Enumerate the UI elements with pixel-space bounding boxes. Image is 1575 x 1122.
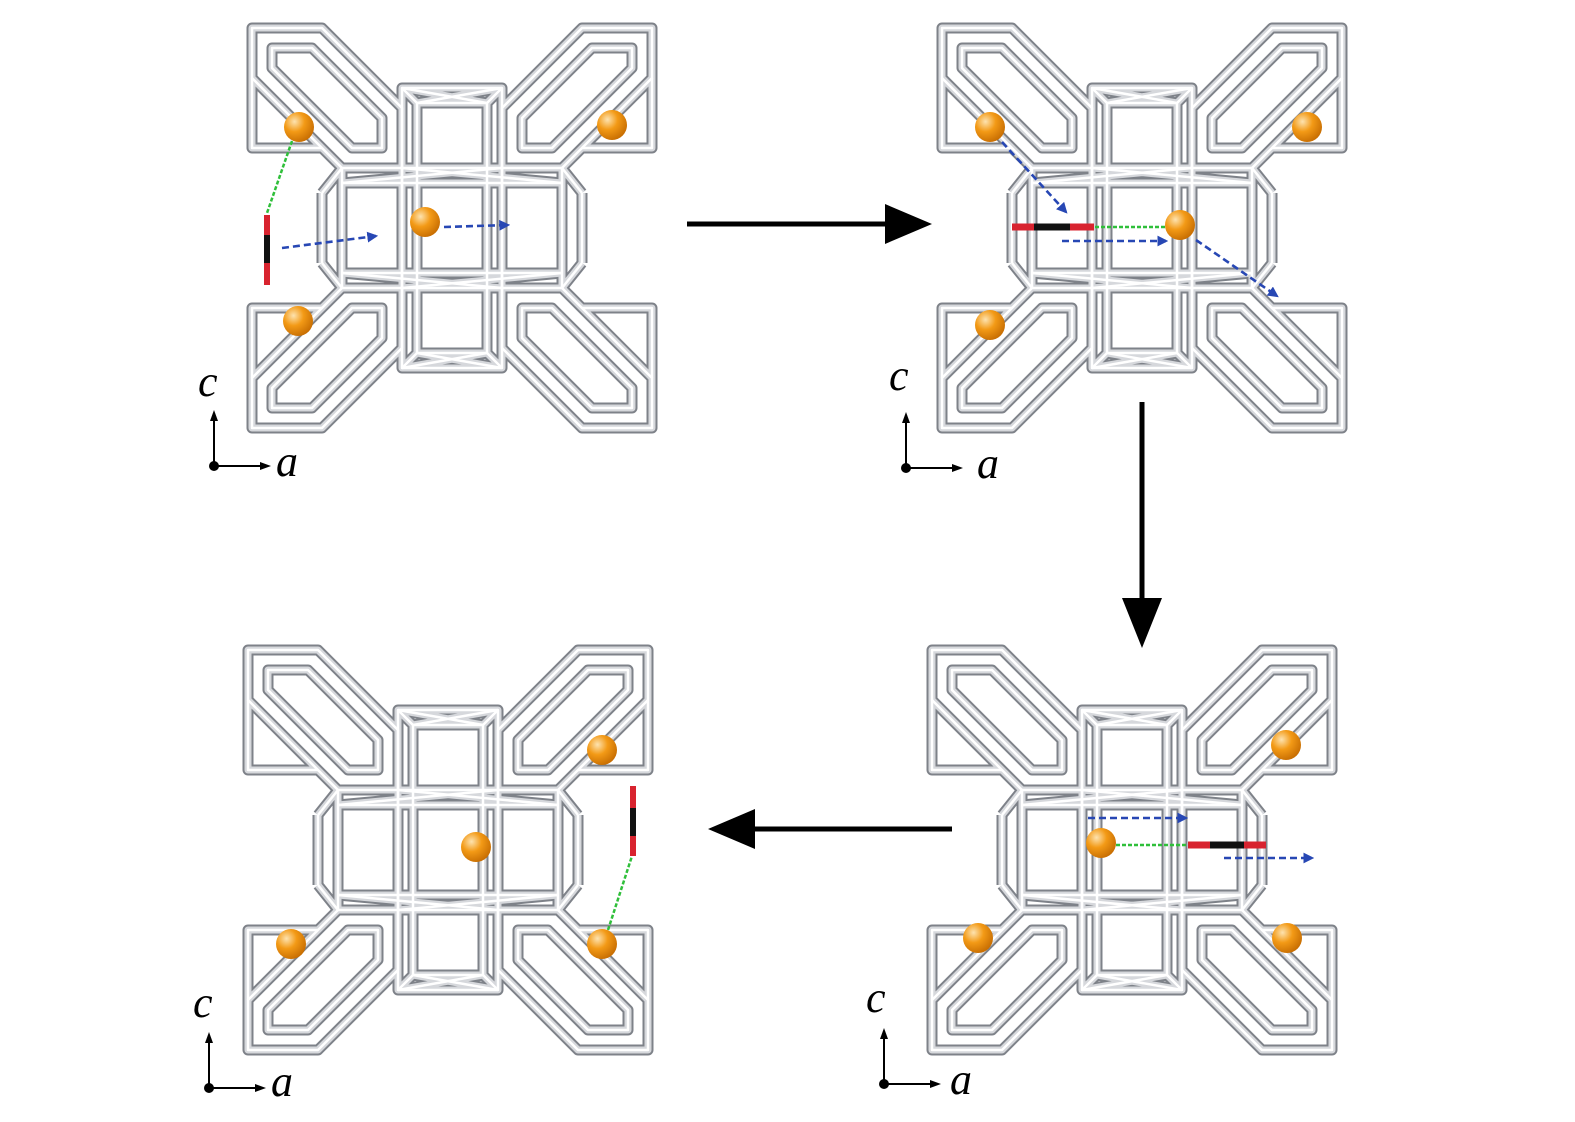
framework-structure <box>932 650 1332 1050</box>
diffusion-arrow <box>1001 141 1068 214</box>
panel-step-1: c a <box>198 28 652 486</box>
cation <box>284 112 314 142</box>
cation <box>1271 730 1301 760</box>
axis-label-a: a <box>271 1057 293 1106</box>
framework-structure <box>248 650 648 1050</box>
framework-structure <box>252 28 652 428</box>
cation <box>975 310 1005 340</box>
cation <box>276 929 306 959</box>
cation <box>1086 828 1116 858</box>
process-arrow-down <box>1122 402 1162 648</box>
cation <box>597 110 627 140</box>
diffusion-arrow <box>1195 238 1279 298</box>
cation <box>461 832 491 862</box>
interaction-line <box>606 855 634 931</box>
axis-label-a: a <box>276 437 298 486</box>
cation <box>283 306 313 336</box>
panel-step-4: c a <box>193 650 648 1106</box>
panel-step-2: c a <box>889 28 1342 488</box>
axis-indicator: c a <box>193 978 293 1106</box>
axis-label-c: c <box>193 978 213 1027</box>
interaction-line <box>265 140 294 214</box>
process-arrow-right <box>687 204 932 244</box>
axis-label-a: a <box>950 1055 972 1104</box>
cation <box>1165 210 1195 240</box>
axis-label-a: a <box>977 439 999 488</box>
panel-step-3: c a <box>866 650 1332 1104</box>
cation <box>410 207 440 237</box>
axis-label-c: c <box>198 357 218 406</box>
diffusion-arrow <box>281 231 379 250</box>
axis-label-c: c <box>889 351 909 400</box>
cation <box>975 112 1005 142</box>
cation <box>1292 112 1322 142</box>
axis-indicator: c a <box>889 351 999 488</box>
axis-indicator: c a <box>198 357 298 486</box>
cation <box>587 929 617 959</box>
axis-label-c: c <box>866 973 886 1022</box>
cation <box>963 923 993 953</box>
axis-indicator: c a <box>866 973 972 1104</box>
framework-structure <box>942 28 1342 428</box>
cation <box>1272 923 1302 953</box>
cation <box>587 735 617 765</box>
process-arrow-left <box>708 809 952 849</box>
